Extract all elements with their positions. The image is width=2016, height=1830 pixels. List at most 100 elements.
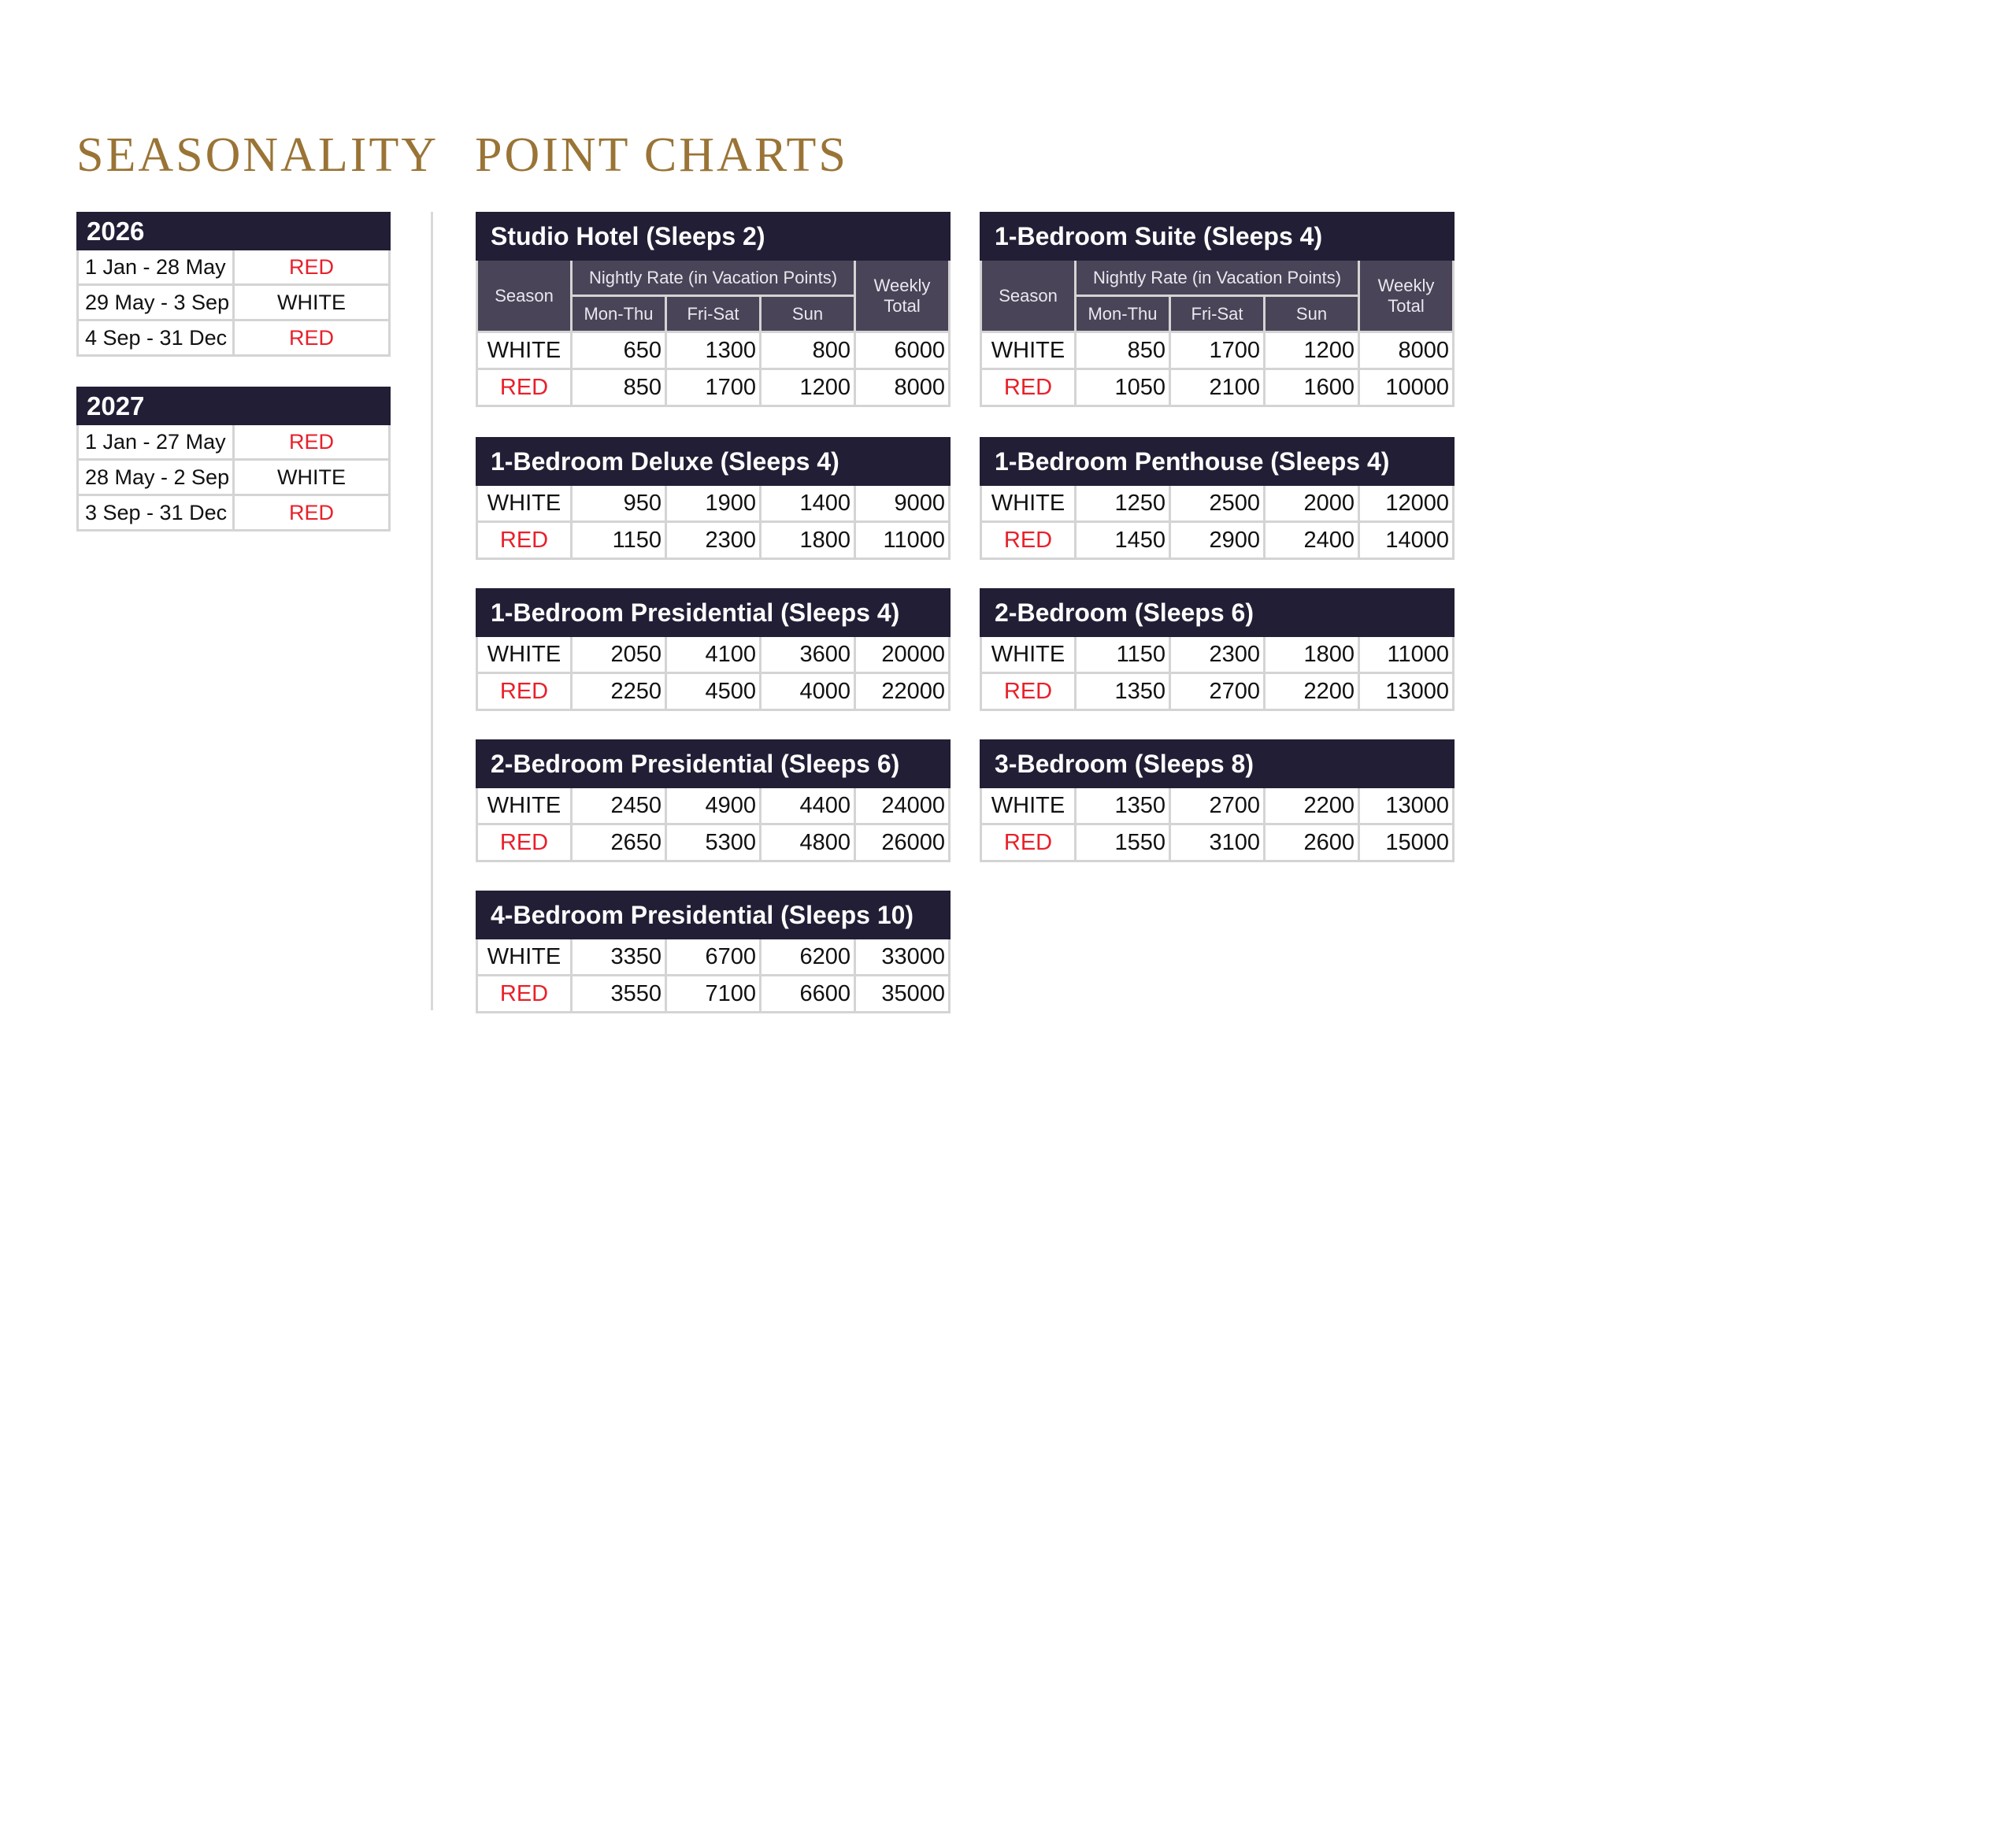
season-header: Season	[476, 258, 573, 333]
points-cell: 26000	[853, 823, 951, 862]
date-range: 4 Sep - 31 Dec	[76, 319, 235, 357]
points-cell: 9000	[854, 483, 951, 523]
points-cell: 3100	[1169, 823, 1266, 862]
points-cell: 4100	[665, 635, 762, 674]
points-cell: 3550	[570, 974, 667, 1013]
points-cell: 2050	[570, 635, 667, 674]
season-cell: WHITE	[980, 331, 1077, 370]
points-cell: 4400	[759, 786, 856, 825]
points-cell: 2900	[1169, 520, 1266, 560]
season-label: RED	[232, 423, 391, 461]
point-charts-title: POINT CHARTS	[475, 128, 848, 182]
season-cell: WHITE	[980, 635, 1077, 674]
table-title-row: 2-Bedroom Presidential (Sleeps 6)	[475, 739, 951, 788]
table-title: Studio Hotel (Sleeps 2)	[475, 212, 951, 261]
table-title: 2-Bedroom (Sleeps 6)	[980, 588, 1455, 637]
season-cell: WHITE	[476, 635, 573, 674]
points-cell: 1400	[759, 483, 856, 523]
points-cell: 35000	[853, 974, 951, 1013]
points-cell: 2450	[570, 786, 667, 825]
season-label: RED	[232, 248, 391, 286]
points-cell: 8000	[1357, 331, 1455, 370]
season-cell: WHITE	[980, 483, 1077, 523]
weekly-total-header: Weekly Total	[853, 258, 951, 333]
points-cell: 4900	[665, 786, 762, 825]
points-cell: 1600	[1263, 368, 1360, 407]
table-title-row: Studio Hotel (Sleeps 2)	[475, 212, 951, 261]
points-cell: 15000	[1358, 823, 1455, 862]
points-cell: 1900	[665, 483, 762, 523]
table-title-row: 1-Bedroom Penthouse (Sleeps 4)	[979, 437, 1455, 486]
date-range: 29 May - 3 Sep	[76, 283, 235, 321]
points-cell: 850	[570, 368, 667, 407]
season-label: RED	[232, 494, 391, 532]
season-cell: WHITE	[980, 786, 1077, 825]
points-cell: 850	[1074, 331, 1171, 370]
season-cell: RED	[476, 974, 573, 1013]
table-title-row: 4-Bedroom Presidential (Sleeps 10)	[475, 891, 951, 939]
sun-header: Sun	[1263, 295, 1360, 333]
points-cell: 2300	[665, 520, 762, 560]
seasonality-title: SEASONALITY	[76, 128, 439, 182]
points-cell: 2200	[1263, 786, 1360, 825]
points-cell: 1550	[1074, 823, 1171, 862]
season-header: Season	[980, 258, 1077, 333]
table-title-row: 1-Bedroom Presidential (Sleeps 4)	[475, 588, 951, 637]
table-title-row: 1-Bedroom Suite (Sleeps 4)	[979, 212, 1455, 261]
table-title-row: 1-Bedroom Deluxe (Sleeps 4)	[476, 437, 951, 486]
points-cell: 22000	[853, 672, 951, 711]
points-cell: 950	[570, 483, 667, 523]
table-title: 2-Bedroom Presidential (Sleeps 6)	[475, 739, 951, 788]
season-cell: WHITE	[476, 331, 573, 370]
points-cell: 2650	[570, 823, 667, 862]
points-cell: 2600	[1263, 823, 1360, 862]
points-cell: 4500	[665, 672, 762, 711]
season-cell: RED	[980, 672, 1077, 711]
weekly-total-header: Weekly Total	[1357, 258, 1455, 333]
table-title: 4-Bedroom Presidential (Sleeps 10)	[475, 891, 951, 939]
points-cell: 6600	[759, 974, 856, 1013]
nightly-rate-header: Nightly Rate (in Vacation Points)	[570, 258, 856, 297]
points-cell: 13000	[1358, 786, 1455, 825]
mon-thu-header: Mon-Thu	[570, 295, 667, 333]
points-cell: 1350	[1074, 672, 1171, 711]
points-cell: 33000	[853, 937, 951, 976]
table-title: 1-Bedroom Penthouse (Sleeps 4)	[979, 437, 1455, 486]
points-cell: 800	[759, 331, 856, 370]
points-cell: 10000	[1357, 368, 1455, 407]
points-cell: 1250	[1074, 483, 1171, 523]
points-cell: 1450	[1074, 520, 1171, 560]
season-cell: WHITE	[476, 786, 573, 825]
points-cell: 24000	[853, 786, 951, 825]
points-cell: 2000	[1263, 483, 1360, 523]
nightly-rate-header: Nightly Rate (in Vacation Points)	[1074, 258, 1360, 297]
fri-sat-header: Fri-Sat	[665, 295, 762, 333]
season-cell: WHITE	[476, 937, 573, 976]
table-title: 1-Bedroom Deluxe (Sleeps 4)	[476, 437, 951, 486]
